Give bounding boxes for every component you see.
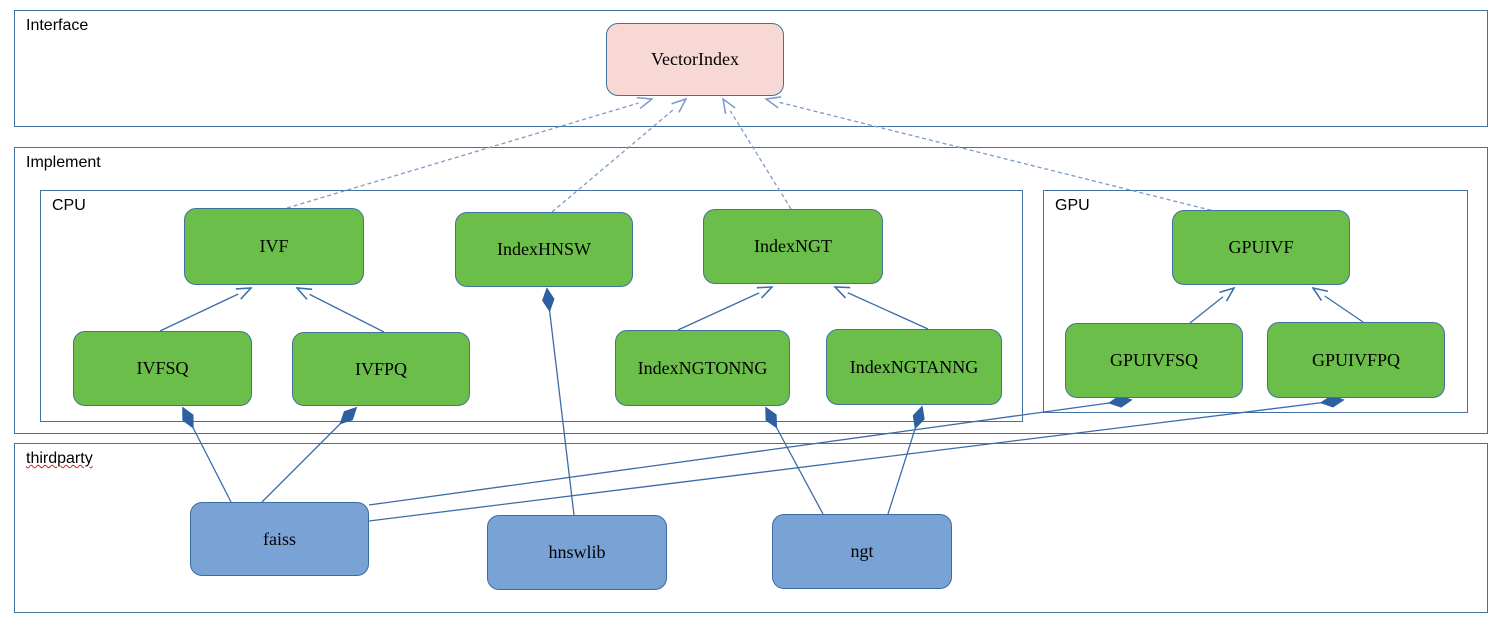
edge-indexngtanng-indexngt: [835, 287, 929, 330]
node-gpuivfsq: GPUIVFSQ: [1065, 323, 1243, 398]
node-gpuivfsq-label: GPUIVFSQ: [1109, 350, 1199, 370]
node-ivfsq: IVFSQ: [73, 331, 252, 406]
container-thirdparty: thirdparty: [14, 443, 1488, 613]
container-implement-label: Implement: [26, 154, 101, 171]
container-gpu-label: GPU: [1055, 197, 1090, 214]
node-gpuivfpq: GPUIVFPQ: [1267, 322, 1445, 398]
edge-indexhnsw-vectorindex: [551, 99, 686, 213]
node-faiss: faiss: [190, 502, 369, 576]
container-interface-label: Interface: [26, 17, 89, 34]
node-ivf: IVF: [184, 208, 364, 285]
node-ivf-label: IVF: [259, 236, 289, 256]
node-gpuivf-label: GPUIVF: [1228, 237, 1294, 257]
edge-faiss-ivfsq: [183, 408, 232, 503]
node-indexngtanng: IndexNGTANNG: [826, 329, 1002, 405]
node-hnswlib-label: hnswlib: [548, 542, 606, 562]
container-gpu: GPU: [1043, 190, 1468, 413]
node-gpuivf: GPUIVF: [1172, 210, 1350, 285]
container-implement: Implement: [14, 147, 1488, 434]
node-indexngtonng: IndexNGTONNG: [615, 330, 790, 406]
node-hnswlib: hnswlib: [487, 515, 667, 590]
edge-ivf-vectorindex: [286, 99, 652, 209]
node-ngt: ngt: [772, 514, 952, 589]
container-cpu-label: CPU: [52, 197, 86, 214]
node-vectorindex-label: VectorIndex: [651, 49, 739, 69]
node-ngt-label: ngt: [850, 541, 874, 561]
node-ivfpq: IVFPQ: [292, 332, 470, 406]
container-cpu: CPU: [40, 190, 1023, 422]
node-vectorindex: VectorIndex: [606, 23, 784, 96]
edge-faiss-gpuivfsq: [368, 400, 1131, 506]
edge-gpuivfpq-gpuivf: [1313, 288, 1364, 323]
node-faiss-label: faiss: [263, 528, 296, 549]
edge-ivfsq-ivf: [159, 288, 251, 332]
container-thirdparty-label: thirdparty: [26, 450, 93, 467]
edge-faiss-ivfpq: [261, 408, 356, 503]
node-indexngt: IndexNGT: [703, 209, 883, 284]
edge-gpuivf-vectorindex: [766, 99, 1219, 213]
node-gpuivfpq-label: GPUIVFPQ: [1311, 349, 1401, 370]
edge-ivfpq-ivf: [297, 288, 385, 333]
node-ivfsq-label: IVFSQ: [136, 358, 189, 378]
edge-indexngt-vectorindex: [723, 99, 792, 210]
edge-ngt-indexngtonng: [766, 408, 824, 515]
node-ivfpq-label: IVFPQ: [354, 358, 407, 379]
edge-faiss-gpuivfpq: [368, 400, 1343, 522]
edge-hnswlib-indexhnsw: [547, 289, 575, 516]
container-interface: Interface: [14, 10, 1488, 127]
edge-gpuivfsq-gpuivf: [1189, 288, 1234, 324]
node-indexngtonng-label: IndexNGTONNG: [637, 357, 768, 378]
edge-ngt-indexngtanng: [887, 407, 922, 515]
node-indexhnsw-label: IndexHNSW: [497, 239, 591, 259]
edge-indexngtonng-indexngt: [677, 287, 772, 331]
node-indexngt-label: IndexNGT: [754, 236, 832, 256]
node-indexhnsw: IndexHNSW: [455, 212, 633, 287]
node-indexngtanng-label: IndexNGTANNG: [849, 356, 979, 377]
